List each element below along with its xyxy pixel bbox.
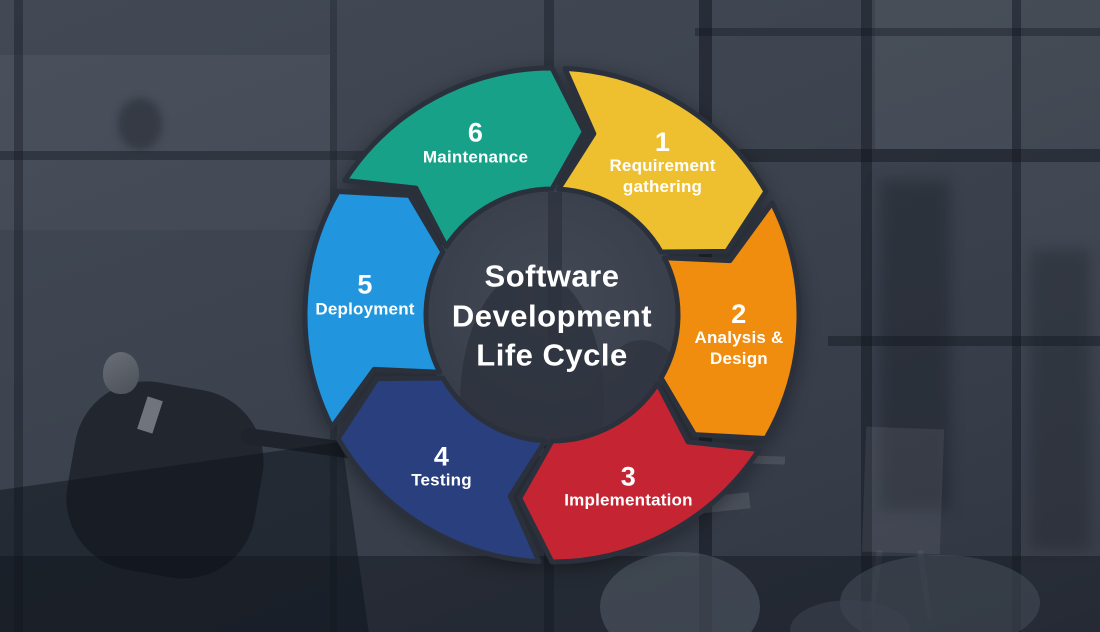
segment-title: Testing: [411, 470, 472, 490]
segment-number: 1: [654, 126, 671, 157]
segment-title: Implementation: [564, 490, 693, 510]
center-title-line: Software: [484, 258, 620, 294]
segment-number: 4: [433, 441, 450, 472]
segment-number: 2: [731, 298, 747, 329]
segment-title: Maintenance: [422, 147, 529, 167]
window-frame: [0, 151, 545, 160]
center-title-line: Life Cycle: [476, 337, 628, 373]
segment-arrow-implementation: [517, 381, 762, 565]
segment-number: 3: [620, 461, 637, 492]
chair-silhouette: [600, 552, 760, 632]
plant-silhouette: [118, 98, 162, 150]
window-frame: [1012, 0, 1021, 632]
window-pane: [875, 0, 1012, 149]
segment-number: 5: [357, 269, 373, 300]
window-frame: [695, 28, 1100, 36]
segment-title: Requirement gathering: [609, 156, 716, 197]
tree-silhouette: [1030, 250, 1090, 550]
segment-arrow-testing: [335, 375, 548, 565]
person-head: [103, 352, 139, 394]
cycle-segments: [302, 65, 802, 565]
segment-arrow-deployment: [302, 189, 446, 430]
segment-number: 6: [467, 117, 484, 148]
window-pane: [1021, 0, 1100, 632]
window-frame: [14, 0, 23, 632]
window-frame: [828, 336, 1100, 346]
window-pane: [0, 55, 330, 151]
segment-arrow-maintenance: [342, 65, 587, 249]
segment-arrow-analysis-design: [658, 200, 802, 441]
tree-silhouette: [880, 180, 950, 510]
floor-shadow: [0, 556, 1100, 632]
window-frame: [861, 0, 872, 632]
segment-title: Analysis & Design: [694, 328, 784, 368]
segment-title: Deployment: [315, 299, 415, 319]
center-title-line: Development: [451, 298, 653, 334]
segment-arrow-requirement-gathering: [556, 65, 769, 255]
center-title: Software Development Life Cycle: [452, 256, 652, 375]
window-frame: [695, 149, 1100, 162]
